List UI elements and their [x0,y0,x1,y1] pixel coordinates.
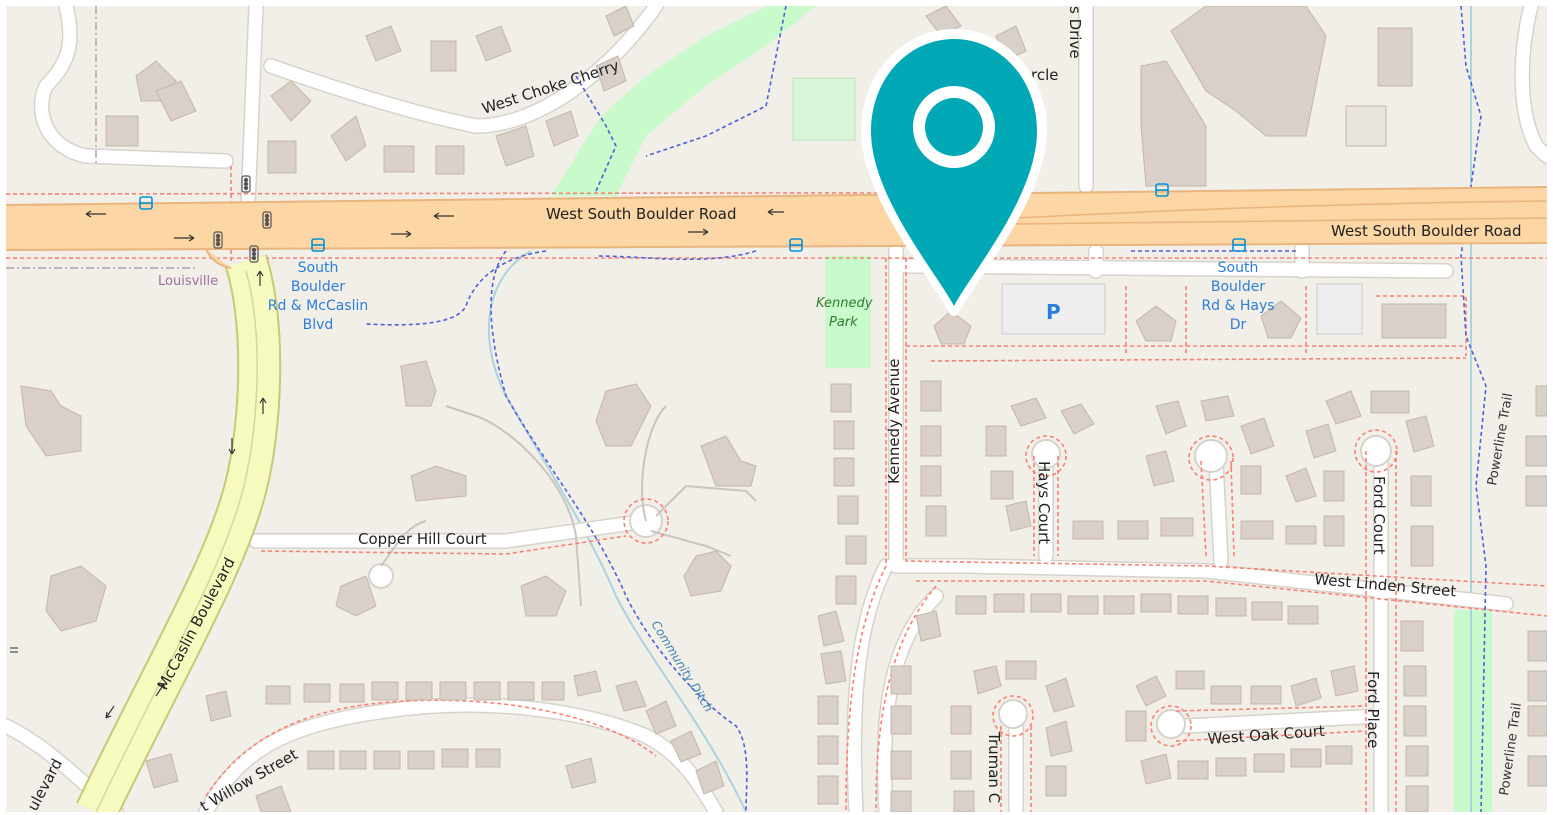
svg-text:Rd & Hays: Rd & Hays [1201,298,1274,314]
label-truman: Truman C [985,731,1003,803]
footway-circles [623,429,1398,747]
label-parking: P [1046,300,1061,324]
label-kennedy-avenue: Kennedy Avenue [885,359,903,484]
bus-icon [311,238,325,252]
bus-icon [1155,183,1169,197]
parking-lots [1001,283,1363,335]
walking-paths [365,6,1487,812]
label-ford-place: Ford Place [1364,671,1382,748]
label-hays-court: Hays Court [1035,461,1053,544]
green-areas [551,6,1492,812]
label-west-south-boulder-road: West South Boulder Road [546,205,736,223]
misc-symbols [10,647,18,653]
mccaslin-boulevard-road [76,254,282,812]
svg-text:South: South [298,260,339,276]
location-pin-icon[interactable] [861,29,1047,316]
bus-stop-label-hays: South Boulder Rd & Hays Dr [1201,260,1274,333]
label-hays-drive: s Drive [1066,6,1084,59]
svg-text:Rd & McCaslin: Rd & McCaslin [268,298,369,314]
waterways [487,6,1472,812]
label-west-south-boulder-road-east: West South Boulder Road [1331,222,1521,240]
bus-icon [1232,238,1246,252]
svg-text:Boulder: Boulder [291,279,345,295]
label-copper-hill-court: Copper Hill Court [358,530,487,548]
svg-text:Boulder: Boulder [1211,279,1265,295]
map-canvas: West South Boulder Road West South Bould… [6,6,1547,812]
label-kennedy-park-2: Park [829,315,858,330]
bus-icon [139,196,153,210]
bus-stop-label-mccaslin: South Boulder Rd & McCaslin Blvd [268,260,369,333]
label-louisville: Louisville [158,274,218,289]
svg-text:Blvd: Blvd [303,317,334,333]
buildings [20,6,1547,812]
svg-text:South: South [1218,260,1259,276]
oneway-arrows [85,208,784,719]
bus-icon [789,238,803,252]
label-circle: rcle [1031,66,1058,84]
traffic-signals [213,175,272,263]
footways [6,166,1547,812]
svg-text:Dr: Dr [1230,317,1247,333]
admin-boundary [6,6,196,269]
kennedy-park[interactable] [825,256,871,368]
map-view[interactable]: West South Boulder Road West South Bould… [6,6,1547,812]
label-ford-court: Ford Court [1370,476,1388,555]
bus-stop-icons [139,183,1246,252]
label-kennedy-park-1: Kennedy [816,296,873,311]
service-paths [380,405,757,607]
